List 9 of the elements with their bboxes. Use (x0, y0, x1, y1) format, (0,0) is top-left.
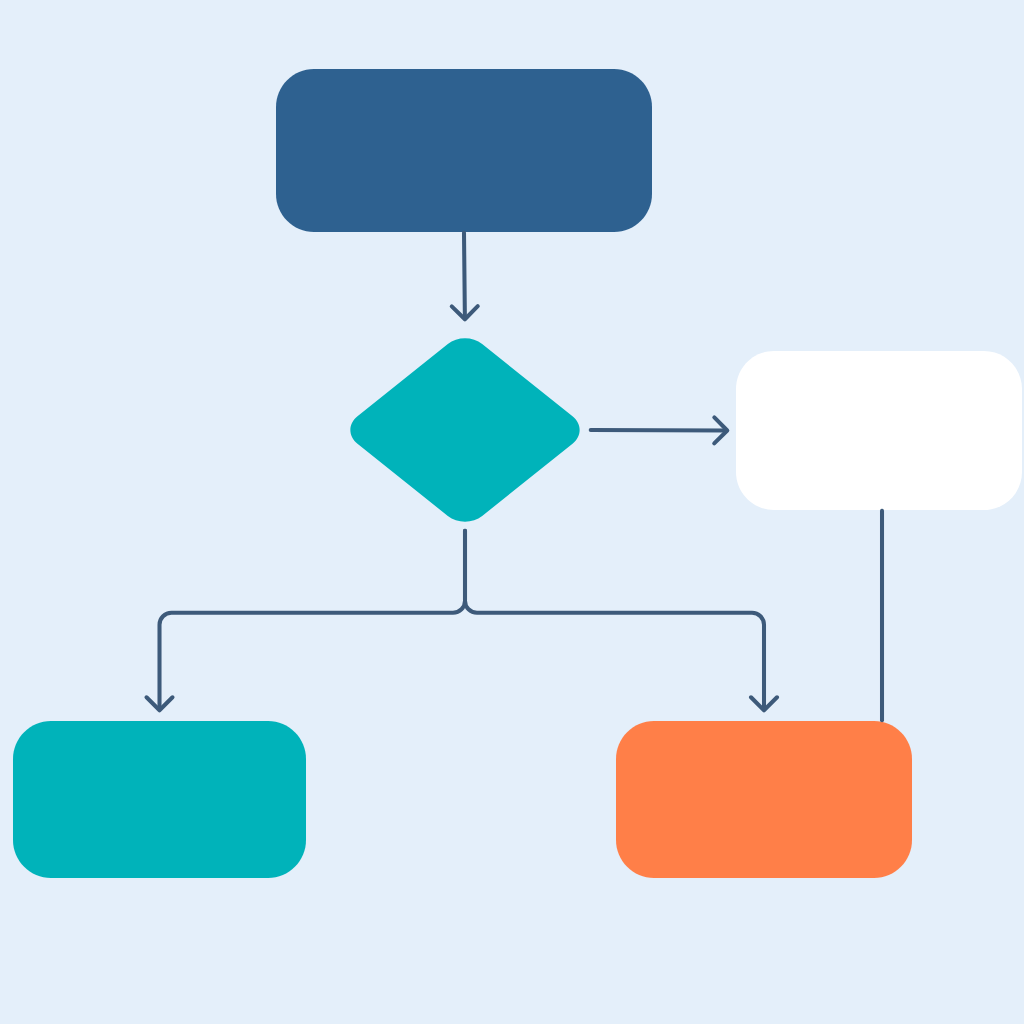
connector-line (880, 508, 885, 723)
process-box (736, 351, 1022, 510)
process-box (276, 69, 652, 232)
process-box (616, 721, 912, 878)
arrow (588, 415, 730, 446)
arrow (463, 528, 779, 713)
decision-diamond (350, 338, 580, 522)
arrow (449, 230, 480, 322)
process-box (13, 721, 306, 878)
